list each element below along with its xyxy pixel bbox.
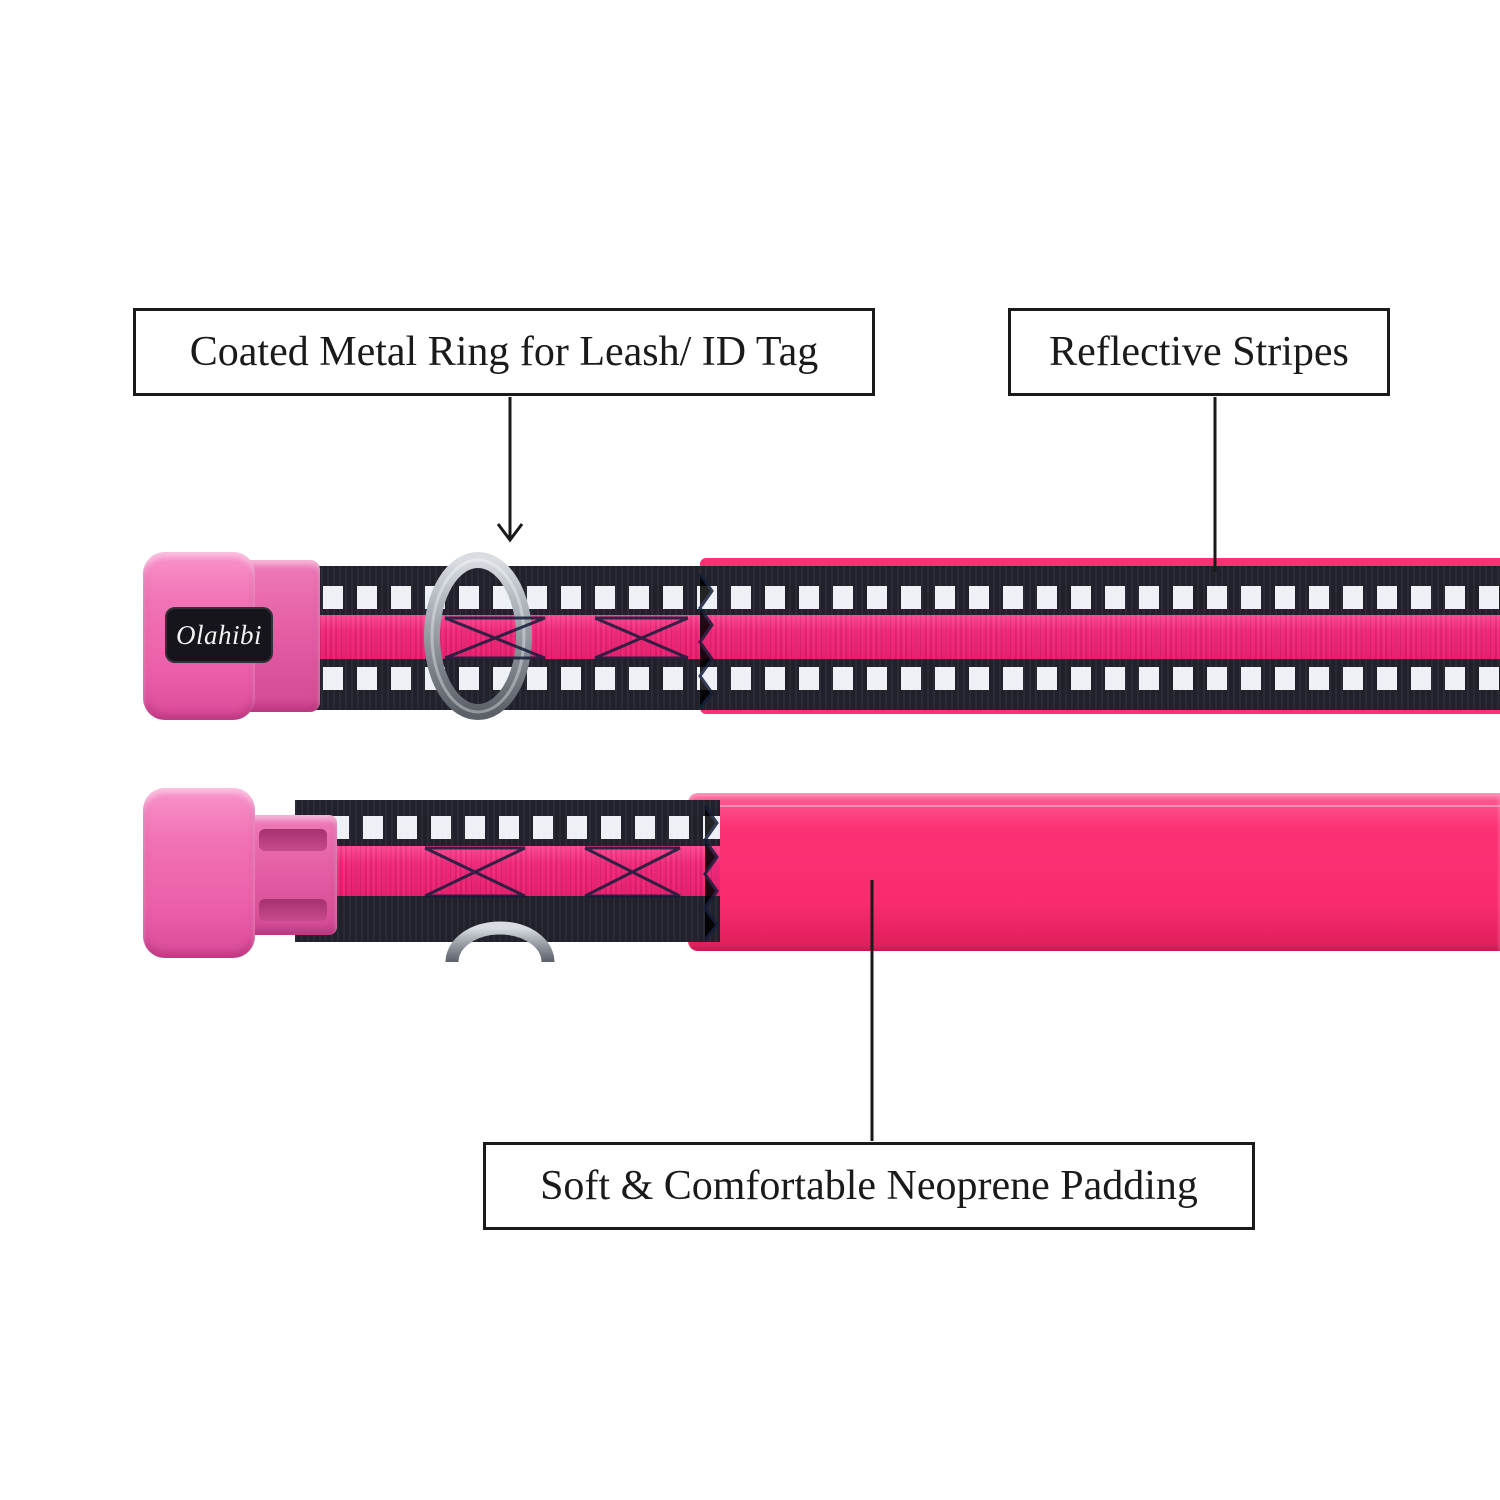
buckle-male-bottom: [143, 788, 255, 958]
arrowhead-down-icon: [496, 523, 524, 543]
callout-box-metal-ring: Coated Metal Ring for Leash/ ID Tag: [133, 308, 875, 396]
callout-label: Coated Metal Ring for Leash/ ID Tag: [189, 329, 819, 375]
callout-label: Reflective Stripes: [1049, 329, 1349, 375]
webbing-texture: [255, 566, 1500, 710]
brand-logo: Olahibi: [165, 607, 273, 663]
reflective-stripe-row: [255, 586, 1500, 609]
callout-box-neoprene-padding: Soft & Comfortable Neoprene Padding: [483, 1142, 1255, 1230]
callout-label: Soft & Comfortable Neoprene Padding: [540, 1163, 1198, 1209]
collar-webbing-top: [255, 566, 1500, 710]
callout-box-reflective-stripes: Reflective Stripes: [1008, 308, 1390, 396]
reflective-stripe-row: [295, 816, 720, 839]
buckle-tongue: [245, 815, 337, 935]
reflective-stripe-row: [255, 667, 1500, 690]
neoprene-padding-strip: [688, 793, 1500, 951]
webbing-texture: [295, 800, 720, 942]
collar-webbing-bottom: [295, 800, 720, 942]
neoprene-seam: [688, 805, 1500, 807]
buckle-slot: [259, 899, 327, 921]
buckle-slot: [259, 829, 327, 851]
brand-logo-text: Olahibi: [175, 619, 262, 650]
